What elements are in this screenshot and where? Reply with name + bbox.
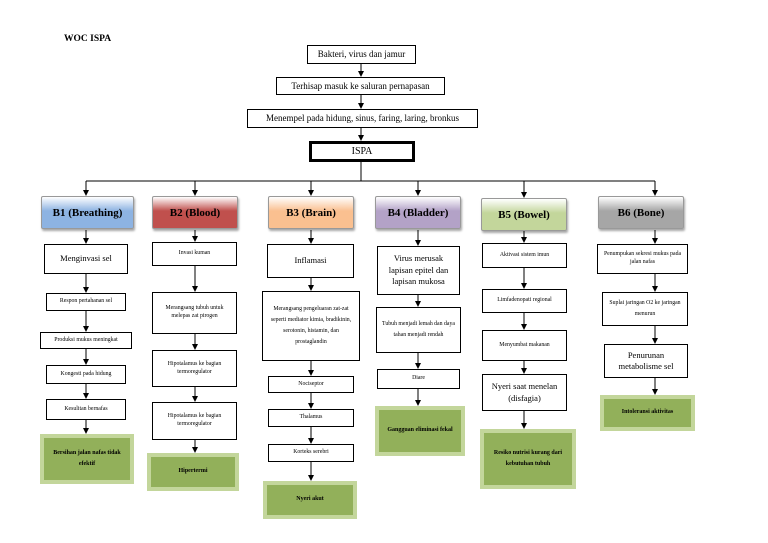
b4-step-2: Tubuh menjadi lemah dan daya tahan menja… (376, 307, 461, 353)
b3-step-5: Korteks serebri (268, 444, 354, 462)
b1-step-3: Produksi mukus meningkat (40, 332, 132, 349)
top-chain-box-2: Terhisap masuk ke saluran pernapasan (276, 77, 445, 95)
b3-step-1: Inflamasi (267, 244, 354, 278)
top-chain-box-3: Menempel pada hidung, sinus, faring, lar… (247, 109, 478, 128)
top-chain-box-1: Bakteri, virus dan jamur (307, 45, 416, 64)
header-b6-bone: B6 (Bone) (598, 196, 684, 229)
header-b1-breathing: B1 (Breathing) (41, 196, 134, 229)
b6-step-1: Penumpukan sekresi mukus pada jalan nafa… (597, 244, 688, 274)
b2-step-3: Hipotalamus ke bagian termoregulator (152, 350, 237, 387)
b5-outcome: Resiko nutrisi kurang dari kebutuhan tub… (480, 429, 576, 489)
b3-step-3: Nociseptor (268, 376, 354, 393)
b4-step-3: Diare (377, 369, 460, 389)
b1-step-4: Kongesti pada hidung (46, 365, 126, 384)
b2-step-1: Invasi kuman (152, 242, 237, 266)
b4-outcome: Gangguan eliminasi fekal (375, 406, 465, 456)
b6-step-2: Suplai jaringan O2 ke jaringan menurun (602, 292, 688, 326)
header-b3-brain: B3 (Brain) (268, 196, 354, 229)
header-b4-bladder: B4 (Bladder) (375, 196, 461, 229)
b6-outcome: Intoleransi aktivitas (600, 395, 695, 431)
b5-step-1: Aktivasi sistem imun (482, 243, 567, 268)
b2-step-4: Hipotalamus ke bagian termoregulator (152, 402, 237, 440)
b2-step-2: Merangsang tubuh untuk melepas zat pirog… (152, 292, 237, 334)
b5-step-3: Menyumbat makanan (482, 330, 567, 361)
b3-outcome: Nyeri akut (263, 481, 357, 519)
b2-outcome: Hipertermi (147, 453, 239, 491)
b5-step-2: Limfadenopati regional (482, 289, 567, 313)
header-b2-blood: B2 (Blood) (152, 196, 238, 229)
b3-step-4: Thalamus (268, 409, 354, 427)
b3-step-2: Merangsang pengeluaran zat-zat seperti m… (262, 291, 360, 361)
b4-step-1: Virus merusak lapisan epitel dan lapisan… (377, 246, 460, 295)
b6-step-3: Penurunan metabolisme sel (604, 344, 688, 378)
b5-step-4: Nyeri saat menelan (disfagia) (482, 374, 567, 411)
center-node-ispa: ISPA (309, 141, 415, 162)
b1-step-2: Respon pertahanan sel (46, 293, 126, 311)
b1-step-1: Menginvasi sel (44, 244, 128, 274)
b1-outcome: Bersihan jalan nafas tidak efektif (40, 434, 134, 484)
header-b5-bowel: B5 (Bowel) (481, 198, 567, 231)
page-title: WOC ISPA (64, 34, 112, 44)
b1-step-5: Kesulitan bernafas (46, 399, 126, 420)
